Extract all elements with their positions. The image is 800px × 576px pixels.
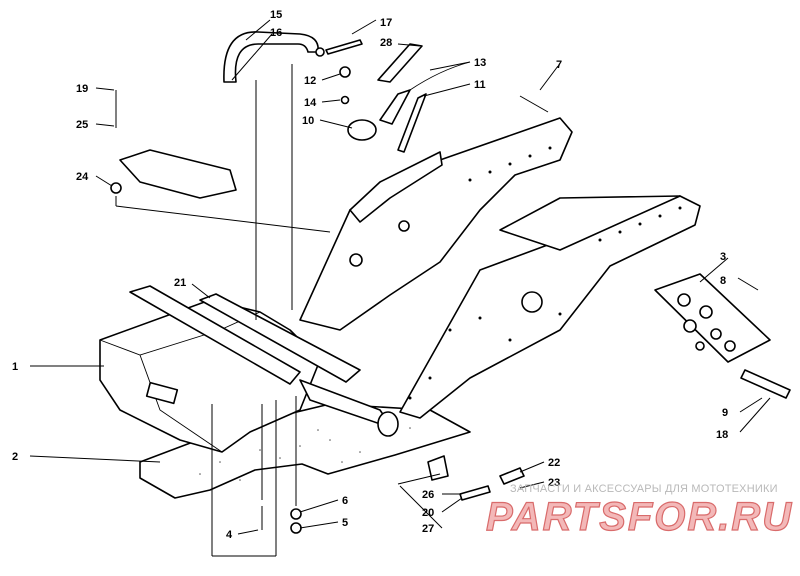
locknut-6	[290, 508, 302, 520]
callout-25: 25	[76, 119, 88, 131]
vent-tube	[223, 31, 319, 83]
callout-5: 5	[342, 517, 348, 529]
steering-support-2	[199, 293, 361, 383]
callout-4: 4	[226, 529, 233, 541]
callout-26: 26	[422, 489, 434, 501]
nut-12	[339, 66, 351, 78]
grommet-24	[110, 182, 122, 194]
callout-23: 23	[548, 477, 560, 489]
callout-2: 2	[12, 451, 18, 463]
callout-15: 15	[270, 9, 282, 21]
stud-7	[519, 95, 549, 113]
fuel-pump	[347, 119, 377, 141]
callout-8: 8	[720, 275, 726, 287]
callout-28: 28	[380, 37, 392, 49]
callout-20: 20	[422, 507, 434, 519]
callout-19: 19	[76, 83, 88, 95]
steering-bushing	[349, 253, 363, 267]
callout-6: 6	[342, 495, 348, 507]
washer-14	[340, 95, 350, 105]
bracket-26	[427, 455, 449, 481]
washer-5	[290, 522, 302, 534]
steering-support	[129, 285, 301, 385]
callout-12: 12	[304, 75, 316, 87]
clip-22	[499, 467, 525, 485]
tunnel-inner-plate	[349, 151, 443, 223]
cable-27	[397, 473, 441, 485]
bolt-17	[325, 39, 363, 55]
callout-7: 7	[556, 59, 562, 71]
bulkhead-window	[145, 381, 179, 405]
chassis-frame	[99, 31, 791, 534]
watermark-tagline: ЗАПЧАСТИ И АКСЕССУАРЫ ДЛЯ МОТОТЕХНИКИ	[510, 483, 778, 495]
callout-21: 21	[174, 277, 186, 289]
tube-clamp	[315, 47, 325, 57]
mounting-plate-holes	[677, 293, 736, 352]
callout-11: 11	[474, 79, 486, 91]
callout-22: 22	[548, 457, 560, 469]
callout-24: 24	[76, 171, 89, 183]
heat-exchanger-tube	[119, 149, 237, 199]
watermark-logo: PARTSFOR.RU	[486, 495, 793, 539]
callout-18: 18	[716, 429, 728, 441]
front-bulkhead	[99, 299, 321, 453]
pulse-hose	[379, 89, 411, 125]
front-arm-right	[499, 195, 681, 251]
watermark: ЗАПЧАСТИ И АКСЕССУАРЫ ДЛЯ МОТОТЕХНИКИ PA…	[485, 483, 793, 540]
fuel-line-13	[409, 61, 471, 91]
leader-lines	[29, 19, 771, 557]
bulkhead-edge-2	[139, 354, 223, 453]
fuel-line	[397, 93, 427, 153]
callout-16: 16	[270, 27, 282, 39]
callout-3: 3	[720, 251, 726, 263]
callout-9: 9	[722, 407, 728, 419]
plate-rivets	[408, 146, 682, 400]
callout-14: 14	[304, 97, 317, 109]
axle-tube-end	[377, 411, 399, 437]
spring-hose	[377, 43, 423, 83]
callout-27: 27	[422, 523, 434, 535]
callout-labels: 1 2 3 4 5 6 7 8 9 10 11 12 13 14 15 16 1…	[12, 9, 728, 541]
plate-hole-small	[398, 220, 410, 232]
callout-1: 1	[12, 361, 18, 373]
plate-hole-large	[521, 291, 543, 313]
callout-17: 17	[380, 17, 392, 29]
hinge-strap	[740, 369, 791, 399]
callout-13: 13	[474, 57, 486, 69]
callout-10: 10	[302, 115, 314, 127]
